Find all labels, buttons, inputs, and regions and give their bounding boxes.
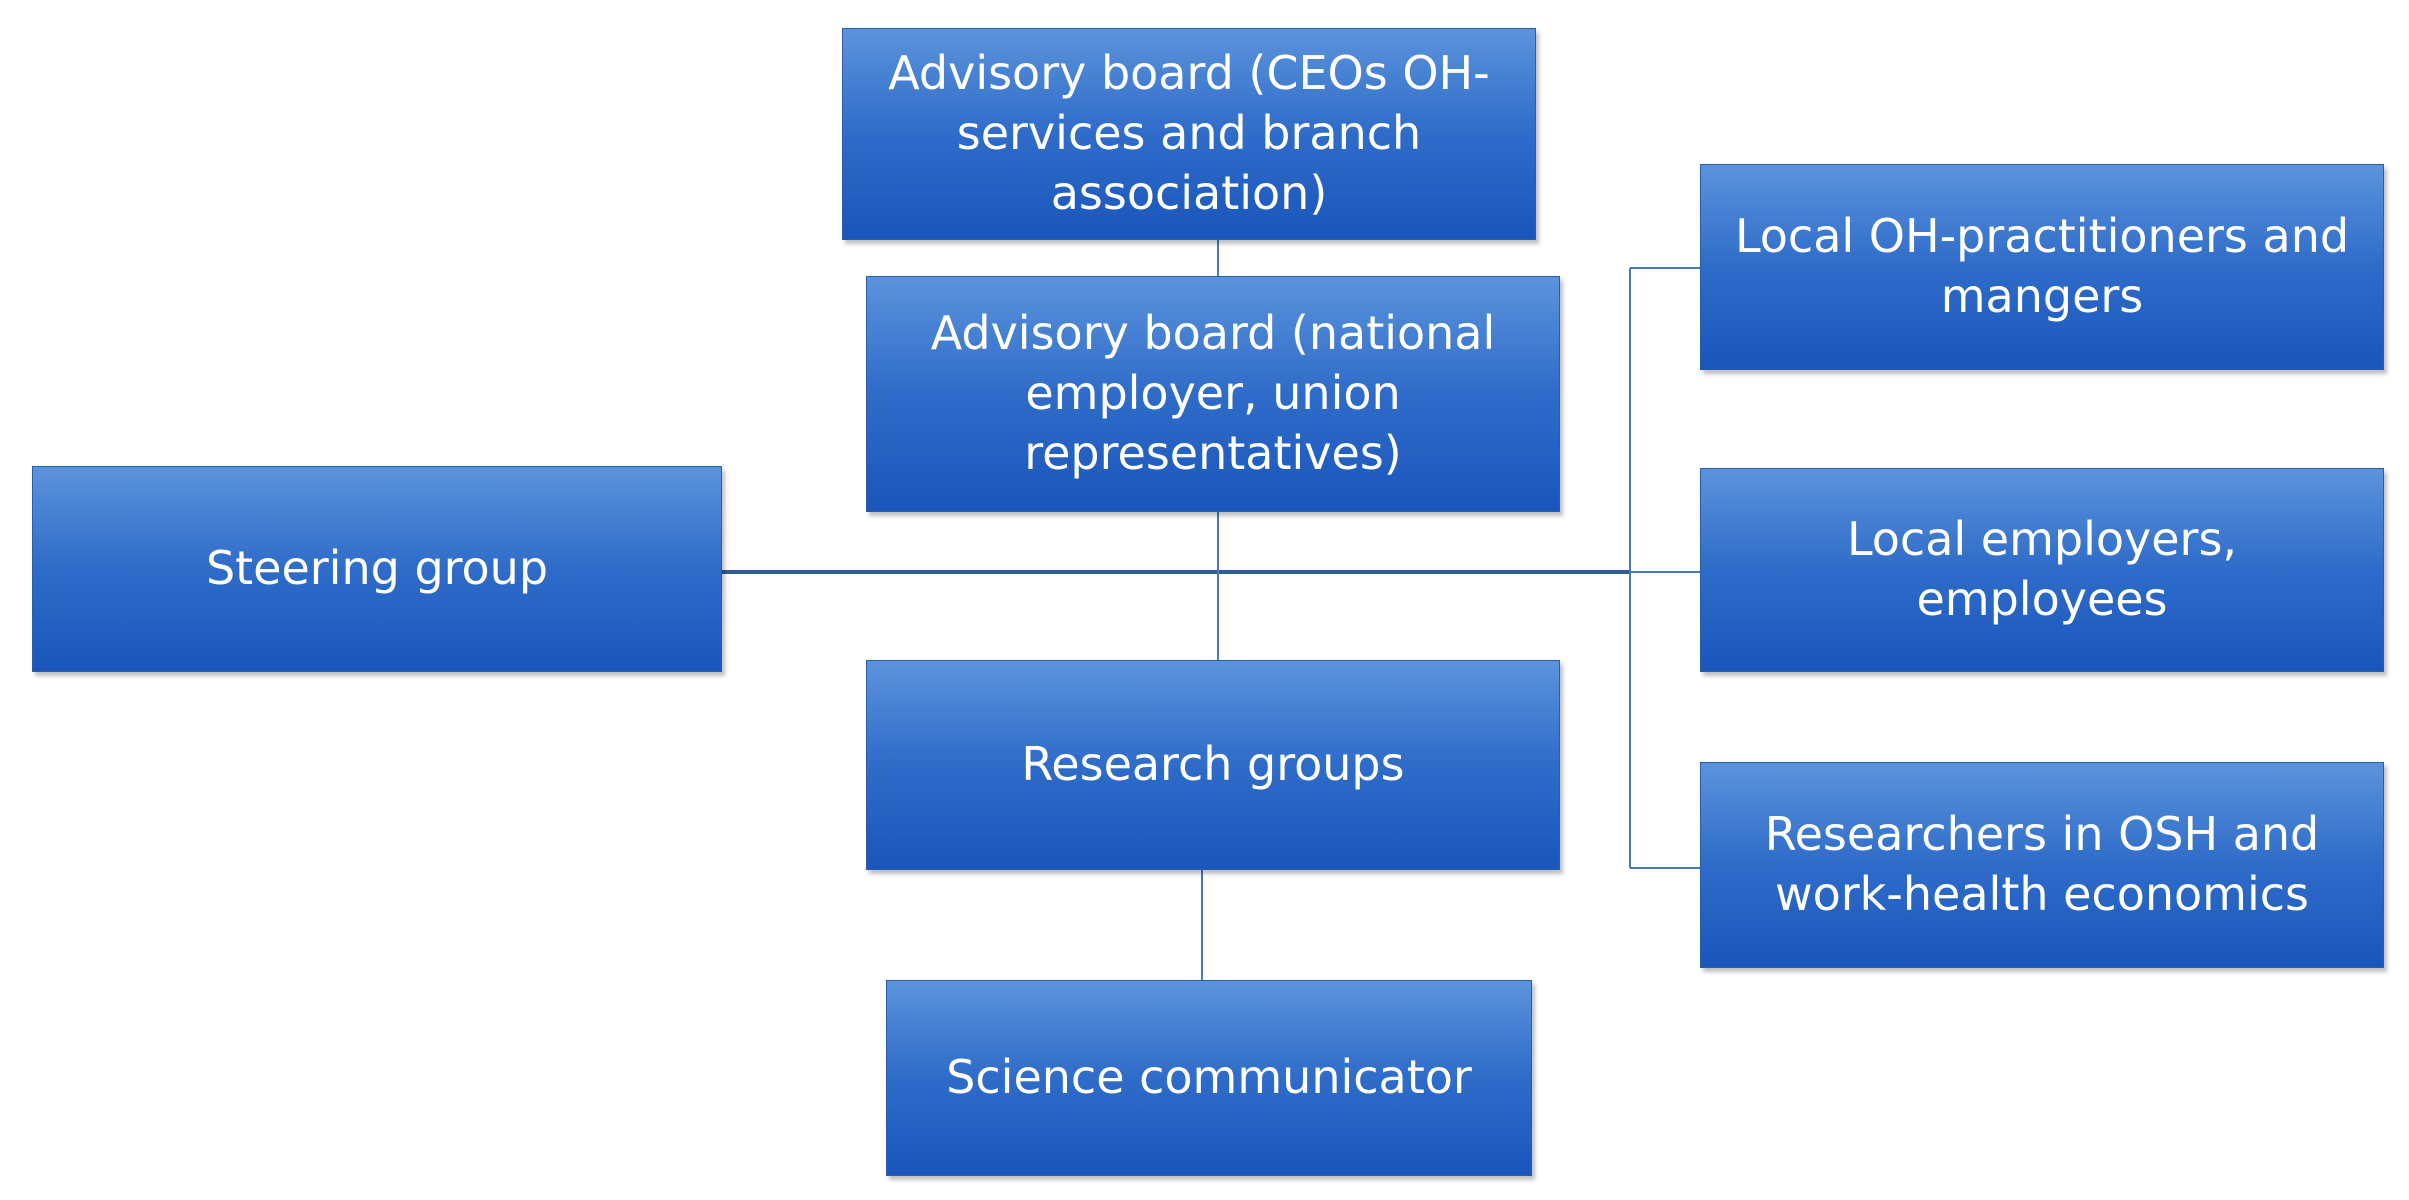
node-researchers-osh-label: Researchers in OSH and work-health econo… xyxy=(1764,807,2320,921)
node-science-communicator-label: Science communicator xyxy=(946,1050,1472,1105)
node-steering-group: Steering group xyxy=(32,466,722,672)
node-local-employers: Local employers, employees xyxy=(1700,468,2384,672)
node-local-oh-practitioners: Local OH-practitioners and mangers xyxy=(1700,164,2384,370)
node-steering-group-label: Steering group xyxy=(205,541,549,596)
node-advisory-board-ceos: Advisory board (CEOs OH-services and bra… xyxy=(842,28,1536,240)
node-researchers-osh: Researchers in OSH and work-health econo… xyxy=(1700,762,2384,968)
node-advisory-board-national-label: Advisory board (national employer, union… xyxy=(930,306,1496,480)
node-advisory-board-ceos-label: Advisory board (CEOs OH-services and bra… xyxy=(888,46,1490,220)
node-research-groups: Research groups xyxy=(866,660,1560,870)
node-research-groups-label: Research groups xyxy=(1021,737,1405,792)
node-science-communicator: Science communicator xyxy=(886,980,1532,1176)
node-local-oh-practitioners-label: Local OH-practitioners and mangers xyxy=(1734,209,2350,323)
node-local-employers-label: Local employers, employees xyxy=(1846,512,2238,626)
node-advisory-board-national: Advisory board (national employer, union… xyxy=(866,276,1560,512)
